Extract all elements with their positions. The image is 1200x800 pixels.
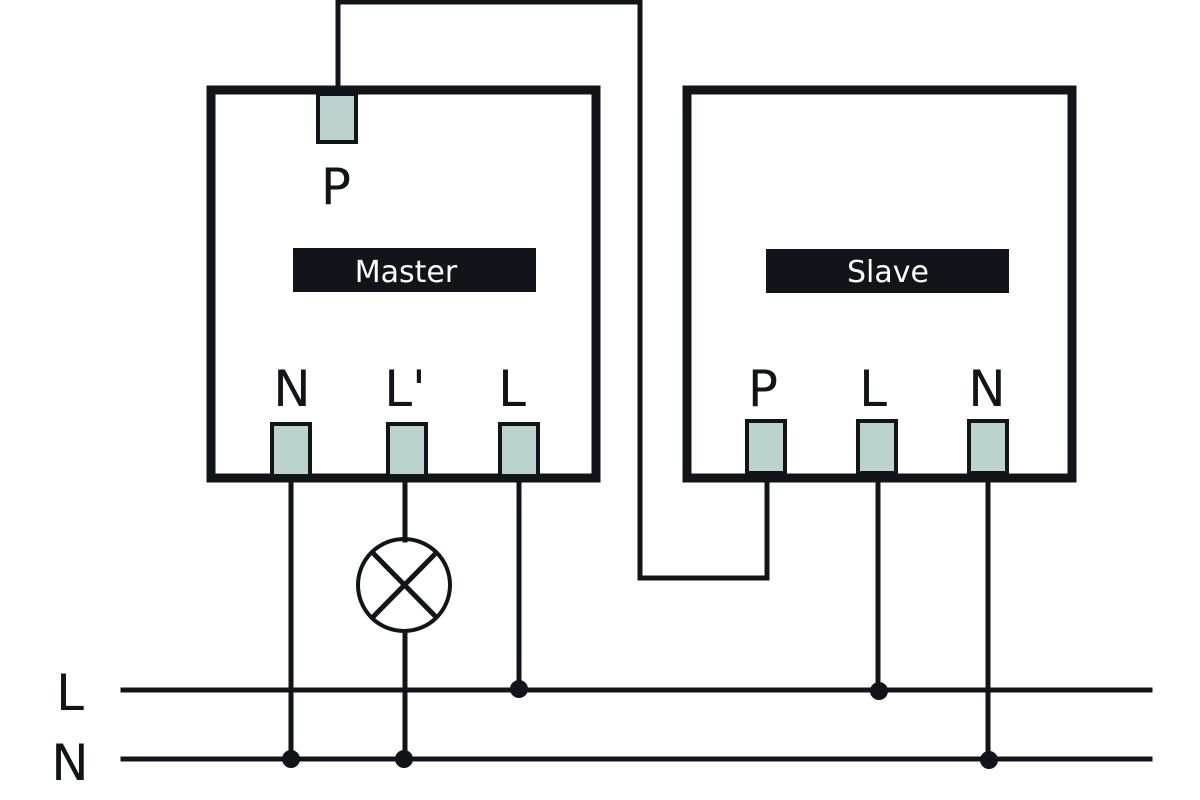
- bus-n-label: N: [51, 734, 88, 792]
- slave-terminal-l-label: L: [859, 360, 887, 418]
- lamp-icon: [356, 537, 452, 633]
- master-device: P Master N L' L: [206, 85, 601, 483]
- junction-dot-lamp-n: [395, 750, 413, 768]
- junction-dot-slave-n: [980, 751, 998, 769]
- slave-terminal-p: [745, 419, 787, 475]
- wire-master-p-to-slave-p: [335, 0, 770, 581]
- master-terminal-p: [316, 92, 358, 144]
- slave-terminal-n: [967, 419, 1009, 475]
- master-terminal-l-label: L: [498, 360, 526, 418]
- slave-terminal-l: [856, 419, 898, 475]
- slave-device: Slave P L N: [682, 85, 1077, 483]
- bus-l-label: L: [56, 664, 84, 722]
- master-name-label: Master: [355, 255, 458, 290]
- slave-name-bar: [766, 249, 1009, 293]
- master-terminal-n-label: N: [273, 360, 310, 418]
- slave-terminal-p-label: P: [748, 360, 778, 418]
- master-terminal-n: [270, 422, 312, 478]
- slave-name-label: Slave: [847, 255, 929, 290]
- master-terminal-lprime: [386, 422, 428, 478]
- master-terminal-l: [498, 422, 540, 478]
- junction-dot-master-n: [282, 750, 300, 768]
- slave-terminal-n-label: N: [968, 360, 1005, 418]
- junction-dot-slave-l: [870, 682, 888, 700]
- master-terminal-lprime-label: L': [384, 360, 426, 418]
- junction-dot-master-l: [510, 680, 528, 698]
- master-name-bar: [293, 248, 536, 292]
- master-terminal-p-label: P: [321, 158, 351, 216]
